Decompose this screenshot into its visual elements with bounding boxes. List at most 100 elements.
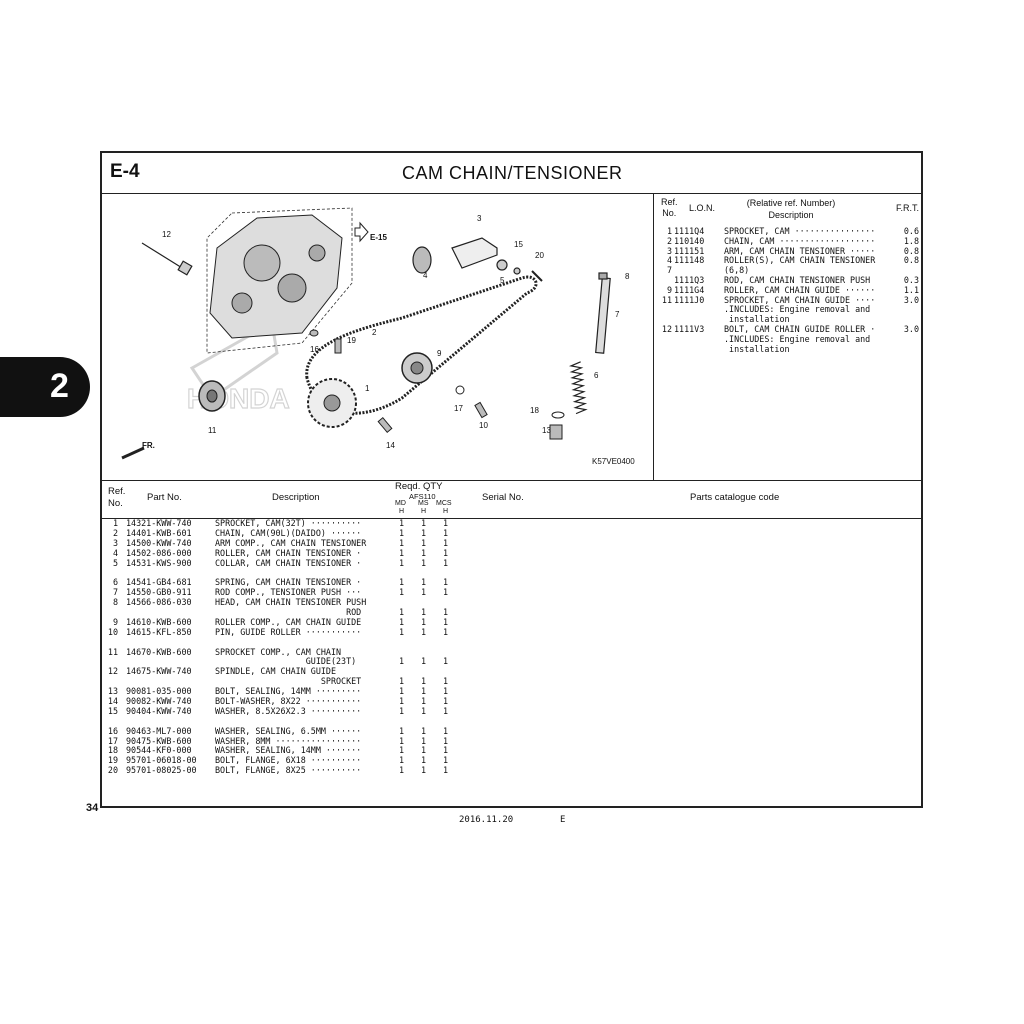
lon-header-ref-text: Ref. — [661, 197, 678, 207]
parts-cell-part: 95701-08025-00 — [126, 765, 197, 776]
parts-cell-desc: BOLT, SEALING, 14MM ········· — [215, 686, 362, 697]
parts-cell-qty: 1 — [421, 537, 427, 548]
lon-cell-ref: 3 — [666, 245, 672, 256]
page-number: 34 — [86, 802, 99, 814]
parts-page-frame: E-4 CAM CHAIN/TENSIONER HONDA — [100, 151, 923, 808]
figure-code: K57VE0400 — [592, 457, 635, 466]
parts-cell-qty: 1 — [443, 656, 449, 667]
lon-cell-frt: 1.8 — [903, 235, 919, 246]
parts-cell-part: 90081-035-000 — [126, 686, 192, 697]
parts-cell-qty: 1 — [421, 696, 427, 707]
lon-cell-frt: 1.1 — [903, 284, 919, 295]
parts-cell-desc: BOLT, FLANGE, 8X25 ·········· — [215, 765, 362, 776]
parts-header-mcs: MCS — [436, 500, 452, 507]
parts-cell-ref: 9 — [112, 616, 118, 627]
callout-number: 4 — [423, 271, 428, 280]
parts-cell-desc: WASHER, SEALING, 6.5MM ······ — [215, 725, 362, 736]
parts-cell-qty: 1 — [443, 616, 449, 627]
section-tab: 2 — [0, 357, 90, 417]
parts-cell-ref: 4 — [112, 547, 118, 558]
parts-cell-part: 14401-KWB-601 — [126, 527, 192, 538]
section-code: E-4 — [110, 161, 140, 182]
parts-cell-qty: 1 — [443, 705, 449, 716]
lon-header-desc: (Relative ref. Number)Description — [721, 197, 861, 221]
parts-cell-qty: 1 — [421, 705, 427, 716]
parts-table-header: Ref. No. Part No. Description Reqd. QTY … — [102, 481, 921, 519]
divider — [102, 480, 921, 481]
parts-cell-ref: 3 — [112, 537, 118, 548]
guide-sprocket — [198, 380, 226, 412]
lon-cell-lon: 1111G4 — [674, 284, 705, 295]
parts-cell-qty: 1 — [421, 656, 427, 667]
parts-cell-qty: 1 — [421, 686, 427, 697]
parts-cell-ref: 13 — [107, 686, 118, 697]
parts-cell-qty: 1 — [421, 557, 427, 568]
parts-cell-qty: 1 — [443, 537, 449, 548]
parts-cell-ref: 8 — [112, 597, 118, 608]
parts-cell-qty: 1 — [421, 527, 427, 538]
parts-cell-qty: 1 — [399, 705, 405, 716]
parts-cell-part: 90463-ML7-000 — [126, 725, 192, 736]
parts-cell-desc: ROLLER COMP., CAM CHAIN GUIDE — [215, 616, 362, 627]
parts-cell-qty: 1 — [443, 696, 449, 707]
parts-cell-desc: BOLT-WASHER, 8X22 ··········· — [215, 696, 362, 707]
parts-cell-qty: 1 — [443, 725, 449, 736]
parts-cell-ref: 19 — [107, 755, 118, 766]
parts-cell-qty: 1 — [443, 626, 449, 637]
parts-cell-part: 14502-086-000 — [126, 547, 192, 558]
footer-date: 2016.11.20 — [459, 815, 514, 825]
parts-cell-part: 14610-KWB-600 — [126, 616, 192, 627]
parts-cell-part: 14566-086-030 — [126, 597, 192, 608]
parts-header-no: No. — [108, 498, 123, 509]
lon-cell-lon: 1111V3 — [674, 323, 705, 334]
tensioner-push-rod — [568, 272, 611, 415]
parts-cell-desc: ROLLER, CAM CHAIN TENSIONER · — [215, 547, 362, 558]
lon-cell-frt: 3.0 — [903, 294, 919, 305]
ref-arrow-icon — [354, 221, 369, 243]
parts-cell-ref: 7 — [112, 587, 118, 598]
parts-cell-desc: SPINDLE, CAM CHAIN GUIDE — [215, 666, 337, 677]
callout-number: 16 — [310, 345, 319, 354]
parts-cell-qty: 1 — [443, 547, 449, 558]
parts-header-serial: Serial No. — [482, 492, 524, 503]
lon-cell-desc: BOLT, CAM CHAIN GUIDE ROLLER · — [724, 323, 876, 334]
page-title: CAM CHAIN/TENSIONER — [402, 163, 623, 183]
parts-cell-desc: CHAIN, CAM(90L)(DAIDO) ······ — [215, 527, 362, 538]
lon-cell-desc: installation — [724, 343, 790, 354]
parts-cell-qty: 1 — [399, 676, 405, 687]
parts-cell-qty: 1 — [399, 765, 405, 776]
callout-number: 20 — [535, 251, 544, 260]
lon-cell-desc: ROLLER(S), CAM CHAIN TENSIONER — [724, 255, 876, 266]
lon-cell-ref: 7 — [666, 265, 672, 276]
table-row: 13 90081-035-000 BOLT, SEALING, 14MM ·····… — [102, 686, 921, 697]
lon-header-no-text: No. — [662, 208, 677, 218]
lon-cell-lon: 1111Q3 — [674, 274, 705, 285]
lon-row: .INCLUDES: Engine removal and — [653, 334, 921, 345]
callout-number: 8 — [625, 272, 630, 281]
parts-cell-desc: WASHER, 8MM ················· — [215, 735, 362, 746]
parts-cell-qty: 1 — [443, 765, 449, 776]
parts-cell-qty: 1 — [399, 607, 405, 618]
callout-number: 7 — [615, 310, 620, 319]
exploded-diagram: HONDA — [102, 193, 654, 480]
lon-cell-desc: ROD, CAM CHAIN TENSIONER PUSH — [724, 274, 871, 285]
lon-cell-desc: installation — [724, 314, 790, 325]
callout-number: 6 — [594, 371, 599, 380]
parts-cell-part: 14615-KFL-850 — [126, 626, 192, 637]
lon-cell-ref: 12 — [661, 323, 672, 334]
parts-cell-part: 14675-KWW-740 — [126, 666, 192, 677]
parts-cell-part: 14541-GB4-681 — [126, 577, 192, 588]
guide-roller — [401, 352, 433, 384]
